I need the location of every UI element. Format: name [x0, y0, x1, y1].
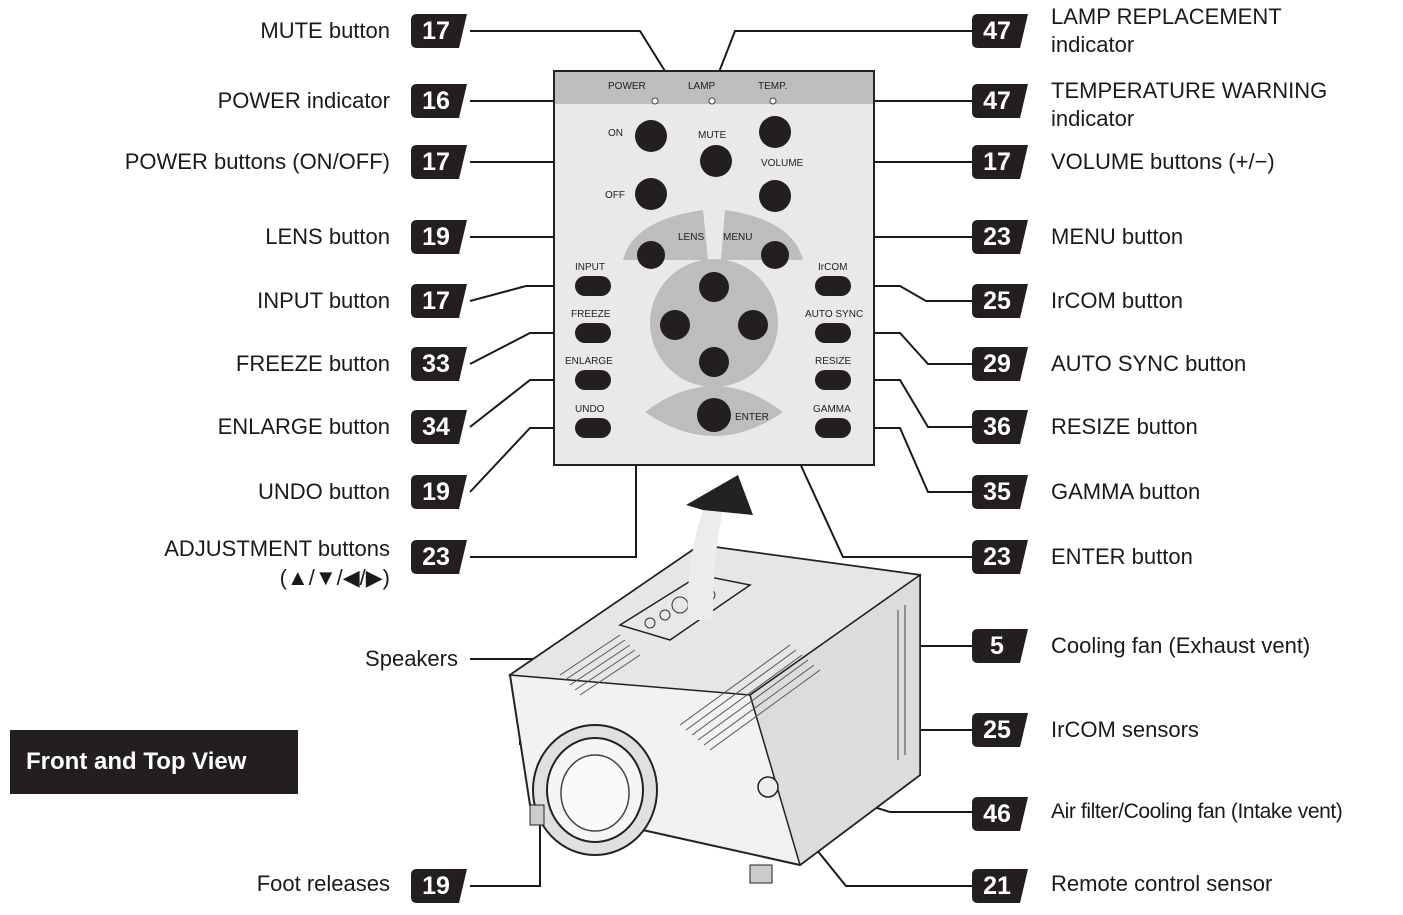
- label-ircom-sensors: IrCOM sensors: [1051, 717, 1199, 742]
- gamma-button[interactable]: [815, 418, 851, 438]
- page-badge-enter: 23: [972, 540, 1028, 574]
- page-badge-input: 17: [411, 284, 467, 318]
- label-speakers: Speakers: [365, 646, 458, 671]
- label-mute: MUTE button: [260, 18, 390, 43]
- page-badge-enlarge: 34: [411, 410, 467, 444]
- volume-down-button[interactable]: [759, 180, 791, 212]
- panel-off-label: OFF: [605, 190, 625, 201]
- enlarge-button[interactable]: [575, 370, 611, 390]
- projector-illustration: [507, 543, 922, 884]
- menu-button[interactable]: [761, 241, 789, 269]
- undo-button[interactable]: [575, 418, 611, 438]
- ircom-button[interactable]: [815, 276, 851, 296]
- label-volume: VOLUME buttons (+/−): [1051, 149, 1275, 174]
- panel-temp-label: TEMP.: [758, 81, 787, 92]
- panel-enlarge-label: ENLARGE: [565, 356, 613, 367]
- volume-up-button[interactable]: [759, 116, 791, 148]
- control-panel: POWER LAMP TEMP. ON OFF MUTE VOLUME LENS…: [553, 70, 875, 466]
- panel-power-label: POWER: [608, 81, 646, 92]
- page-badge-adjustment: 23: [411, 540, 467, 574]
- page-badge-freeze: 33: [411, 347, 467, 381]
- label-freeze: FREEZE button: [235, 351, 390, 376]
- label-temp-indicator: indicator: [1051, 106, 1135, 131]
- adjust-left-button[interactable]: [660, 310, 690, 340]
- freeze-button[interactable]: [575, 323, 611, 343]
- page-badge-temp: 47: [972, 84, 1028, 118]
- page-badge-ircom: 25: [972, 284, 1028, 318]
- page-badge-power-buttons: 17: [411, 145, 467, 179]
- label-undo: UNDO button: [257, 479, 390, 504]
- panel-enter-label: ENTER: [735, 412, 769, 423]
- power-on-button[interactable]: [635, 120, 667, 152]
- label-power-indicator: POWER indicator: [217, 88, 390, 113]
- panel-ircom-label: IrCOM: [818, 262, 847, 273]
- label-cooling-fan: Cooling fan (Exhaust vent): [1051, 633, 1311, 658]
- auto-sync-button[interactable]: [815, 323, 851, 343]
- panel-freeze-label: FREEZE: [571, 309, 611, 320]
- panel-menu-label: MENU: [723, 232, 752, 243]
- label-remote-sensor: Remote control sensor: [1051, 871, 1273, 896]
- enter-button[interactable]: [697, 398, 731, 432]
- label-gamma: GAMMA button: [1051, 479, 1201, 504]
- page-badge-undo: 19: [411, 475, 467, 509]
- page-badge-remote-sensor: 21: [972, 869, 1028, 903]
- page-badge-menu: 23: [972, 220, 1028, 254]
- panel-resize-label: RESIZE: [815, 356, 851, 367]
- label-foot-releases: Foot releases: [256, 871, 390, 896]
- label-lamp: LAMP REPLACEMENT: [1051, 4, 1282, 29]
- panel-on-label: ON: [608, 128, 623, 139]
- panel-volume-label: VOLUME: [761, 158, 804, 169]
- leader-foot-releases: [470, 820, 541, 887]
- label-power-buttons: POWER buttons (ON/OFF): [124, 149, 390, 174]
- label-input: INPUT button: [257, 288, 390, 313]
- panel-lamp-label: LAMP: [688, 81, 716, 92]
- label-menu: MENU button: [1051, 224, 1184, 249]
- page-badge-auto-sync: 29: [972, 347, 1028, 381]
- page-badge-mute: 17: [411, 14, 467, 48]
- adjust-down-button[interactable]: [699, 347, 729, 377]
- label-auto-sync: AUTO SYNC button: [1051, 351, 1247, 376]
- panel-lens-label: LENS: [678, 232, 704, 243]
- label-adjustment: ADJUSTMENT buttons: [164, 536, 390, 561]
- page-badge-resize: 36: [972, 410, 1028, 444]
- panel-auto-sync-label: AUTO SYNC: [805, 309, 863, 320]
- input-button[interactable]: [575, 276, 611, 296]
- page-badge-lens: 19: [411, 220, 467, 254]
- label-enter: ENTER button: [1051, 544, 1193, 569]
- panel-input-label: INPUT: [575, 262, 605, 273]
- label-enlarge: ENLARGE button: [217, 414, 390, 439]
- label-resize: RESIZE button: [1051, 414, 1198, 439]
- adjust-up-button[interactable]: [699, 272, 729, 302]
- up-arrow-icon: [686, 475, 753, 620]
- label-lens: LENS button: [265, 224, 390, 249]
- page-badge-gamma: 35: [972, 475, 1028, 509]
- label-temp: TEMPERATURE WARNING: [1051, 78, 1328, 103]
- page-badge-volume: 17: [972, 145, 1028, 179]
- power-off-button[interactable]: [635, 178, 667, 210]
- label-lamp-indicator: indicator: [1051, 32, 1135, 57]
- section-title-front-top-view: Front and Top View: [10, 730, 298, 794]
- page-badge-cooling-fan: 5: [972, 629, 1028, 663]
- mute-button[interactable]: [700, 145, 732, 177]
- lens-button[interactable]: [637, 241, 665, 269]
- page-badge-foot-releases: 19: [411, 869, 467, 903]
- page-badge-air-filter: 46: [972, 797, 1028, 831]
- page-badge-power-indicator: 16: [411, 84, 467, 118]
- resize-button[interactable]: [815, 370, 851, 390]
- adjust-right-button[interactable]: [738, 310, 768, 340]
- page-badge-lamp: 47: [972, 14, 1028, 48]
- page-badge-ircom-sensors: 25: [972, 713, 1028, 747]
- panel-gamma-label: GAMMA: [813, 404, 851, 415]
- panel-undo-label: UNDO: [575, 404, 605, 415]
- label-ircom: IrCOM button: [1051, 288, 1184, 313]
- label-air-filter: Air filter/Cooling fan (Intake vent): [1051, 800, 1343, 823]
- panel-mute-label: MUTE: [698, 130, 727, 141]
- label-adjustment-arrows: (▲/▼/◀/▶): [279, 565, 390, 590]
